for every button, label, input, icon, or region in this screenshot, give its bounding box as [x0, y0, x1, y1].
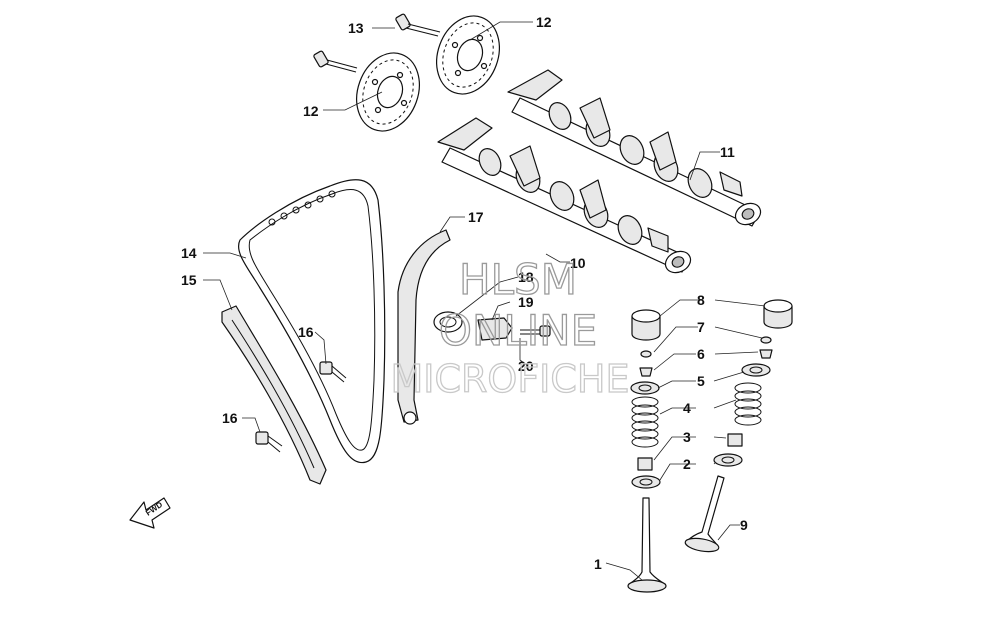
valve-spring-left[interactable] — [631, 396, 659, 448]
callout-7: 7 — [697, 319, 705, 335]
callout-3: 3 — [683, 429, 691, 445]
callout-11: 11 — [720, 144, 735, 160]
valve-cotter-right[interactable] — [759, 349, 773, 359]
exhaust-camshaft[interactable] — [507, 69, 764, 229]
chain-guide[interactable] — [397, 229, 451, 425]
callout-17: 17 — [468, 209, 484, 225]
guide-bolt-lower[interactable] — [255, 431, 283, 453]
callout-5: 5 — [697, 373, 705, 389]
spring-retainer-right[interactable] — [741, 363, 771, 377]
chain-tensioner-slider[interactable] — [221, 305, 327, 485]
valve-cotter-left[interactable] — [639, 367, 653, 377]
watermark-line-1: HLSM — [459, 255, 577, 304]
callout-4: 4 — [683, 400, 691, 416]
sprocket-bolt-upper[interactable] — [395, 13, 441, 37]
shim-right[interactable] — [760, 336, 772, 344]
exhaust-valve[interactable] — [684, 475, 725, 554]
intake-camshaft[interactable] — [437, 117, 694, 277]
callout-16-lower: 16 — [222, 410, 238, 426]
callout-13: 13 — [348, 20, 364, 36]
spring-seat-right[interactable] — [713, 453, 743, 467]
intake-valve[interactable] — [627, 497, 667, 593]
callout-6: 6 — [697, 346, 705, 362]
timing-chain[interactable] — [238, 179, 386, 464]
callout-8: 8 — [697, 292, 705, 308]
callout-14: 14 — [181, 245, 197, 261]
tensioner-body[interactable] — [477, 317, 513, 341]
callout-12-upper: 12 — [536, 14, 552, 30]
valve-spring-right[interactable] — [734, 382, 762, 426]
callout-labels: 1 2 3 4 5 6 7 8 9 10 11 12 12 13 14 15 1… — [181, 14, 748, 572]
tensioner-gasket[interactable] — [433, 311, 463, 333]
leader-lines — [203, 21, 766, 581]
callout-18: 18 — [518, 269, 534, 285]
callout-12-lower: 12 — [303, 103, 319, 119]
valve-stem-seal-left[interactable] — [637, 457, 653, 471]
spring-retainer-left[interactable] — [630, 381, 660, 395]
shim-left[interactable] — [640, 350, 652, 358]
callout-10: 10 — [570, 255, 586, 271]
watermark: HLSM ONLINE MICROFICHE — [390, 254, 630, 401]
callout-20: 20 — [518, 358, 534, 374]
tappet-bucket-right[interactable] — [763, 299, 793, 329]
camshaft-sprocket-lower[interactable] — [346, 44, 430, 140]
spring-seat-left[interactable] — [631, 475, 661, 489]
callout-1: 1 — [594, 556, 602, 572]
callout-15: 15 — [181, 272, 197, 288]
tappet-bucket-left[interactable] — [631, 309, 661, 341]
callout-19: 19 — [518, 294, 534, 310]
watermark-line-3: MICROFICHE — [390, 357, 629, 401]
watermark-line-2: ONLINE — [439, 306, 597, 355]
valve-stem-seal-right[interactable] — [727, 433, 743, 447]
sprocket-bolt-lower[interactable] — [313, 50, 358, 73]
tensioner-bolt[interactable] — [520, 325, 551, 337]
callout-16-upper: 16 — [298, 324, 314, 340]
guide-bolt-upper[interactable] — [319, 361, 347, 383]
forward-direction-arrow: FWD — [129, 497, 171, 529]
camshaft-sprocket-upper[interactable] — [426, 7, 510, 103]
callout-9: 9 — [740, 517, 748, 533]
callout-2: 2 — [683, 456, 691, 472]
